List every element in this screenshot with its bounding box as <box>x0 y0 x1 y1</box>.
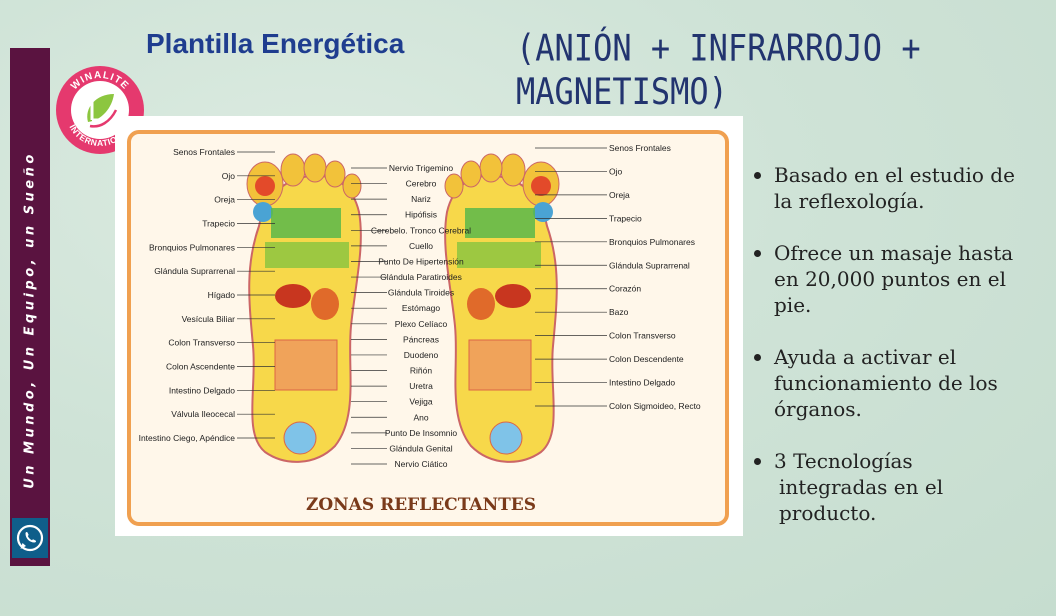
diagram-label: Corazón <box>609 284 641 294</box>
diagram-label: Intestino Delgado <box>169 385 235 395</box>
diagram-label: Bronquios Pulmonares <box>609 237 695 247</box>
page-subtitle: (ANIÓN + INFRARROJO + MAGNETISMO) <box>516 26 921 114</box>
diagram-label: Nariz <box>411 194 431 204</box>
diagram-label: Colon Transverso <box>168 338 235 348</box>
list-item: Ofrece un masaje hasta en 20,000 puntos … <box>752 240 1052 318</box>
bullet-line: Basado en el estudio de <box>774 163 1015 187</box>
bullet-line: integradas en el <box>779 475 944 499</box>
bullet-line: órganos. <box>774 397 862 421</box>
diagram-label: Colon Descendente <box>609 354 684 364</box>
diagram-label: Intestino Delgado <box>609 378 675 388</box>
diagram-label: Uretra <box>409 381 433 391</box>
diagram-label: Válvula Ileocecal <box>171 409 235 419</box>
diagram-label: Cerebro <box>406 179 437 189</box>
diagram-label: Trapecio <box>202 219 235 229</box>
diagram-label: Glándula Paratiroides <box>380 272 462 282</box>
diagram-label: Páncreas <box>403 334 439 344</box>
diagram-label: Glándula Suprarrenal <box>154 266 235 276</box>
list-item: Ayuda a activar el funcionamiento de los… <box>752 344 1052 422</box>
diagram-label: Estómago <box>402 303 441 313</box>
list-item: Basado en el estudio de la reflexología. <box>752 162 1052 214</box>
diagram-label: Intestino Ciego, Apéndice <box>139 433 236 443</box>
diagram-label: Cerebelo. Tronco Cerebral <box>371 225 471 235</box>
right-foot-illustration <box>444 153 560 463</box>
diagram-label: Hígado <box>208 290 236 300</box>
diagram-label: Nervio Ciático <box>395 459 448 469</box>
diagram-label: Bazo <box>609 307 629 317</box>
diagram-label: Ojo <box>609 166 623 176</box>
diagram-label: Cuello <box>409 241 433 251</box>
diagram-label: Duodeno <box>404 350 439 360</box>
sidebar-tagline: Un Mundo, Un Equipo, un Sueño <box>22 151 38 489</box>
diagram-label: Vejiga <box>409 397 432 407</box>
diagram-label: Punto De Insomnio <box>385 428 458 438</box>
bullet-line: 3 Tecnologías <box>774 449 913 473</box>
diagram-label: Colon Ascendente <box>166 362 235 372</box>
list-item: 3 Tecnologías integradas en el producto. <box>752 448 1052 526</box>
diagram-label: Oreja <box>214 195 235 205</box>
diagram-label: Trapecio <box>609 213 642 223</box>
left-foot-illustration <box>246 153 362 463</box>
diagram-label: Oreja <box>609 190 630 200</box>
diagram-label: Ano <box>413 412 428 422</box>
diagram-label: Nervio Trigemino <box>389 163 454 173</box>
diagram-label: Hipófisis <box>405 210 437 220</box>
diagram-label: Colon Sigmoideo, Recto <box>609 401 701 411</box>
diagram-label: Vesícula Biliar <box>182 314 236 324</box>
diagram-caption: ZONAS REFLECTANTES <box>306 495 536 515</box>
whatsapp-icon <box>16 524 44 552</box>
diagram-label: Riñón <box>410 366 432 376</box>
bullet-line: Ofrece un masaje hasta <box>774 241 1014 265</box>
diagram-label: Senos Frontales <box>173 147 235 157</box>
diagram-label: Glándula Genital <box>389 443 452 453</box>
sidebar-bar <box>10 48 50 566</box>
diagram-label: Plexo Celíaco <box>395 319 448 329</box>
whatsapp-button[interactable] <box>12 518 48 558</box>
page-title: Plantilla Energética <box>146 28 405 59</box>
diagram-label: Bronquios Pulmonares <box>149 242 235 252</box>
bullet-line: pie. <box>774 293 812 317</box>
diagram-label: Punto De Hipertensión <box>378 256 464 266</box>
bullet-line: funcionamiento de los <box>774 371 998 395</box>
diagram-label: Glándula Suprarrenal <box>609 260 690 270</box>
feature-list: Basado en el estudio de la reflexología.… <box>752 162 1052 552</box>
diagram-label: Colon Transverso <box>609 331 676 341</box>
diagram-label: Senos Frontales <box>609 143 671 153</box>
diagram-label: Ojo <box>222 171 236 181</box>
bullet-line: en 20,000 puntos en el <box>774 267 1006 291</box>
diagram-label: Glándula Tiroides <box>388 288 454 298</box>
bullet-line: producto. <box>779 501 877 525</box>
bullet-line: la reflexología. <box>774 189 925 213</box>
bullet-line: Ayuda a activar el <box>774 345 957 369</box>
